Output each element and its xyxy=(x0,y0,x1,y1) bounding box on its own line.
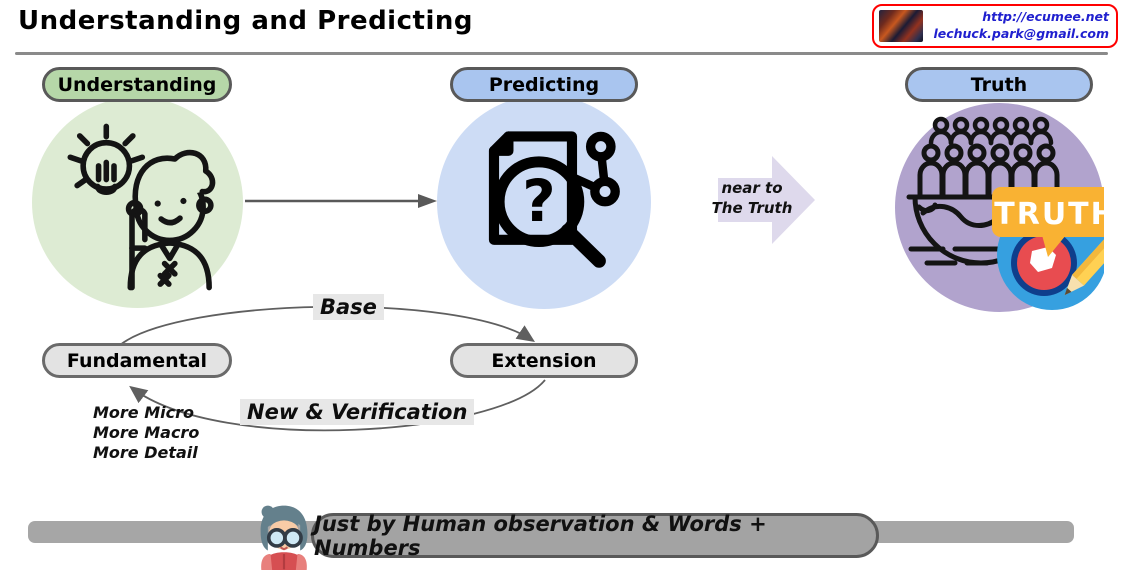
artwork-thumbnail xyxy=(879,10,923,42)
observer-icon xyxy=(252,502,316,570)
understanding-to-predicting-arrow xyxy=(245,194,437,208)
predicting-circle: ? xyxy=(437,95,651,309)
idea-person-icon xyxy=(48,111,228,295)
truth-badge-label: TRUTH xyxy=(994,197,1104,232)
more-item: More Macro xyxy=(93,423,200,442)
truth-circle: TRUTH xyxy=(895,103,1104,312)
page-title: Understanding and Predicting xyxy=(18,6,473,36)
more-item: More Detail xyxy=(93,443,198,462)
website-link[interactable]: http://ecumee.net xyxy=(982,9,1109,25)
cycle-new-verification-label: New & Verification xyxy=(240,399,475,425)
cycle-extension: Extension xyxy=(450,343,638,378)
contact-box: http://ecumee.net lechuck.park@gmail.com xyxy=(872,4,1118,48)
stage-understanding: Understanding xyxy=(42,67,232,102)
cycle-fundamental: Fundamental xyxy=(42,343,232,378)
email-link[interactable]: lechuck.park@gmail.com xyxy=(933,26,1109,41)
near-truth-label: near to The Truth xyxy=(711,179,793,218)
stage-predicting: Predicting xyxy=(450,67,638,102)
question-glyph: ? xyxy=(522,168,555,235)
more-item: More Micro xyxy=(93,403,194,422)
more-list: More Micro More Macro More Detail xyxy=(93,403,199,463)
understanding-circle xyxy=(32,97,243,308)
near-truth-arrow xyxy=(718,156,815,244)
cycle-base-label: Base xyxy=(313,294,384,320)
title-divider xyxy=(15,52,1108,55)
truth-target-icon: TRUTH xyxy=(992,187,1104,310)
footer-caption: Just by Human observation & Words + Numb… xyxy=(311,512,879,560)
stage-truth: Truth xyxy=(905,67,1093,102)
document-search-icon: ? xyxy=(455,111,633,293)
